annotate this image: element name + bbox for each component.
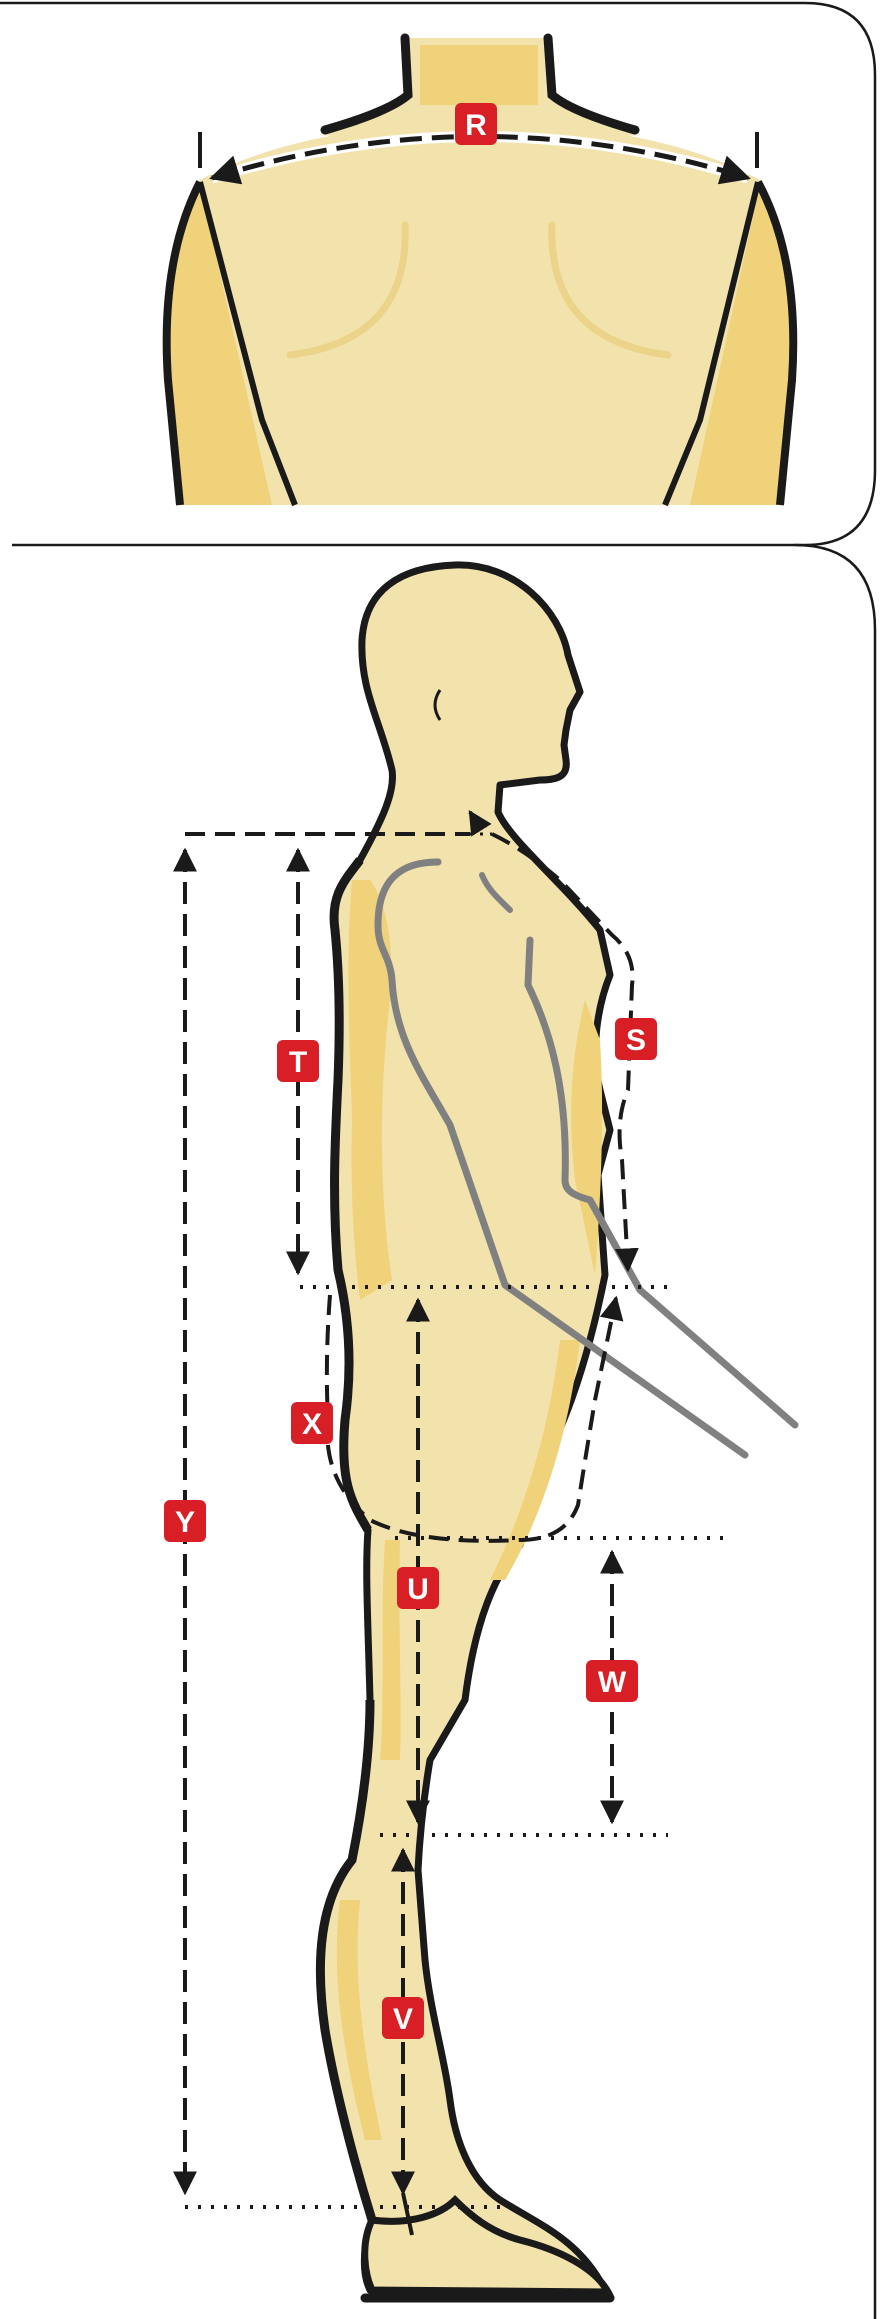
label-u: U (397, 1567, 439, 1609)
label-s-text: S (626, 1024, 646, 1057)
label-r-text: R (465, 109, 487, 142)
label-r: R (455, 103, 497, 145)
label-v: V (382, 1997, 424, 2039)
label-u-text: U (407, 1573, 429, 1606)
back-view-panel (0, 3, 875, 545)
label-t: T (277, 1040, 319, 1082)
label-x: X (291, 1402, 333, 1444)
label-y-text: Y (175, 1506, 195, 1539)
label-v-text: V (393, 2003, 413, 2036)
label-w: W (586, 1660, 638, 1702)
body-silhouette (320, 565, 610, 2290)
label-s: S (615, 1018, 657, 1060)
label-y: Y (164, 1500, 206, 1542)
side-panel-frame (795, 545, 875, 2319)
label-t-text: T (289, 1046, 307, 1079)
label-x-text: X (302, 1408, 322, 1441)
label-w-text: W (598, 1666, 627, 1699)
